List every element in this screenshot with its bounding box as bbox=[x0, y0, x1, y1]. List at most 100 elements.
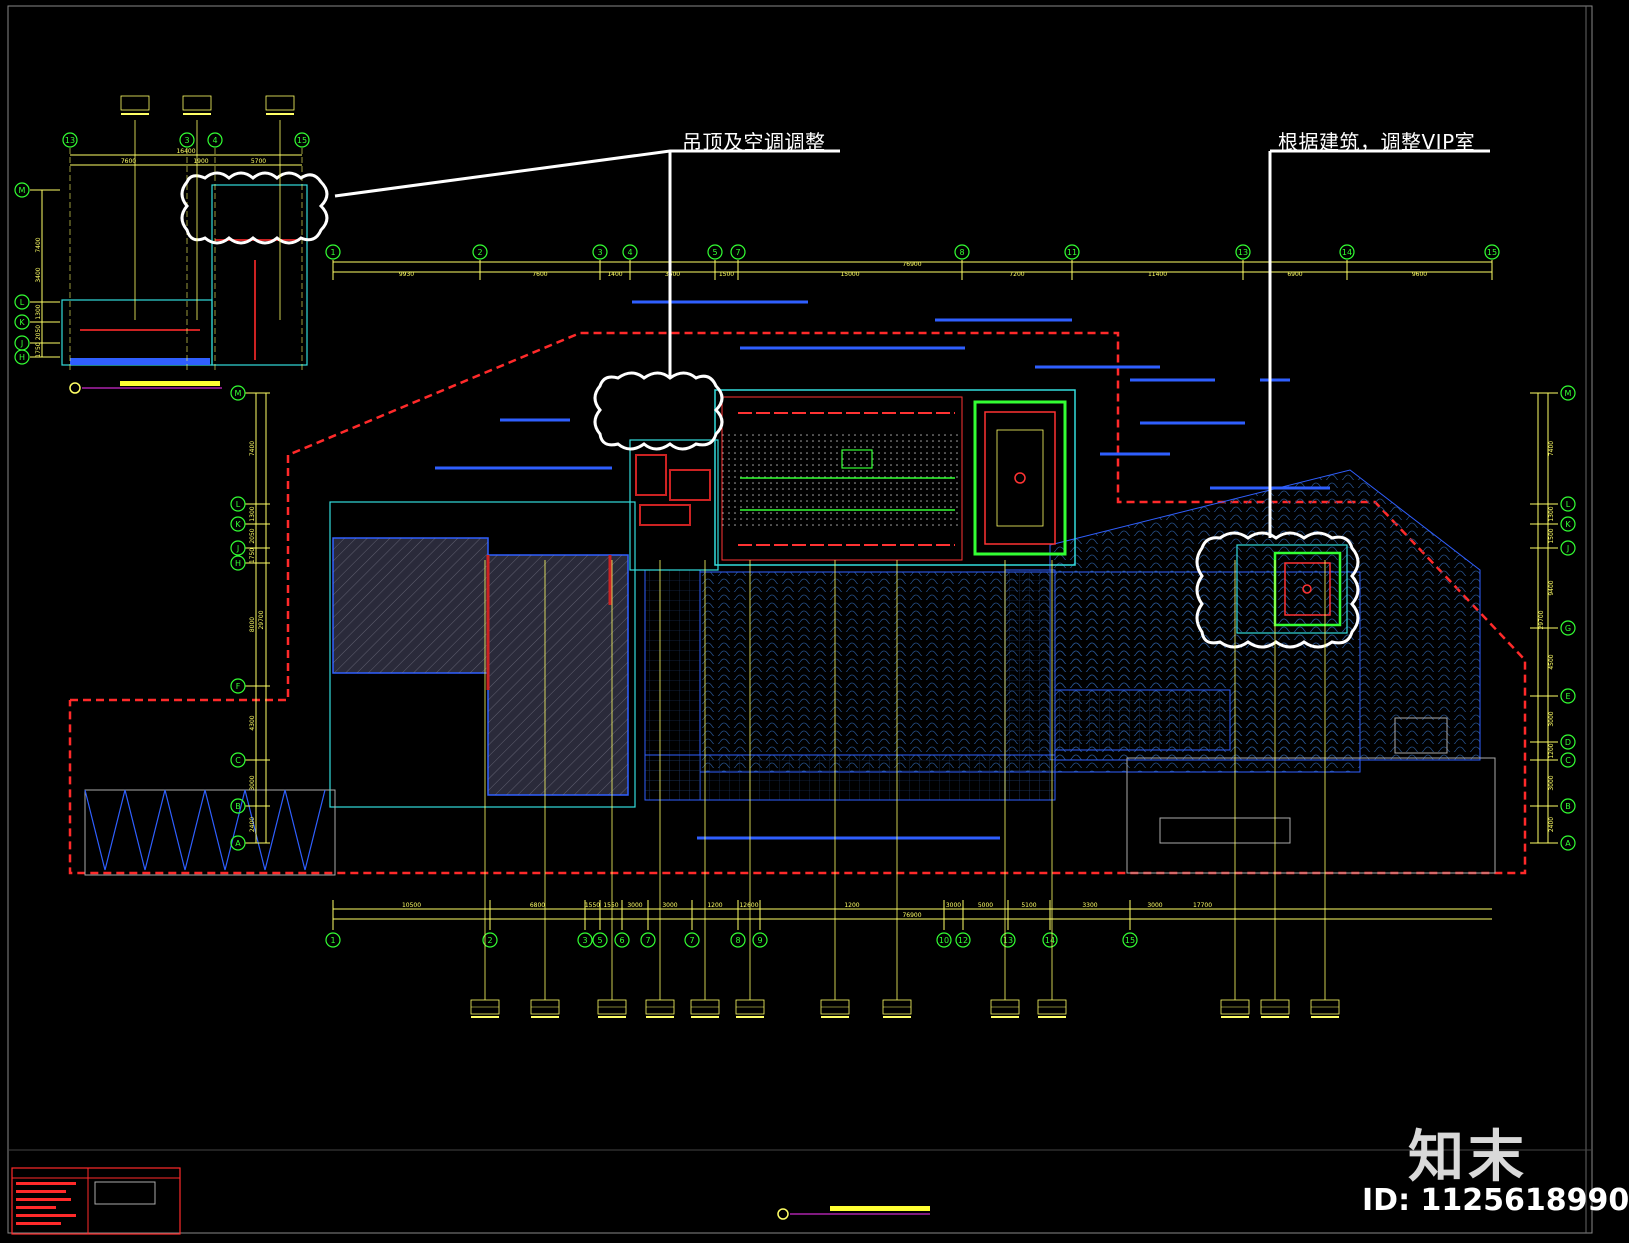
grid-right-4-label: G bbox=[1565, 624, 1571, 633]
grid-bottom-7-label: 8 bbox=[735, 936, 740, 945]
ceiling-tag-underline-4 bbox=[691, 1016, 719, 1018]
grid-left-2-label: K bbox=[235, 520, 241, 529]
grid-bottom-9-label: 10 bbox=[939, 936, 949, 945]
grid-top-2-label: 3 bbox=[597, 248, 602, 257]
dim-bottom-11: 5100 bbox=[1021, 902, 1036, 909]
service-core bbox=[629, 439, 719, 571]
grid-bottom-3-bubble bbox=[592, 932, 608, 948]
dim-bottom-13: 3000 bbox=[1147, 902, 1162, 909]
grid-left-3-bubble bbox=[230, 540, 246, 556]
paving-south bbox=[644, 754, 1056, 801]
grid-bottom-4-label: 6 bbox=[619, 936, 624, 945]
grid-bottom-6-label: 7 bbox=[689, 936, 694, 945]
grid-top-9-bubble bbox=[1339, 244, 1355, 260]
grid-bottom-3-label: 5 bbox=[597, 936, 602, 945]
dim-bottom-5: 3000 bbox=[662, 902, 677, 909]
watermark-brand: 知末 bbox=[1408, 1125, 1528, 1190]
grid-right-9-label: A bbox=[1565, 839, 1571, 848]
title-block bbox=[11, 1167, 181, 1235]
ceiling-tag-underline-11 bbox=[1261, 1016, 1289, 1018]
grid-top-2-bubble bbox=[592, 244, 608, 260]
grid-bottom-5-bubble bbox=[640, 932, 656, 948]
grid-left-3-label: J bbox=[236, 544, 239, 553]
inset-grid-top-2-bubble bbox=[207, 132, 223, 148]
main-hall-light-strips bbox=[740, 477, 955, 511]
grid-right-7-bubble bbox=[1560, 752, 1576, 768]
terrace-box bbox=[1394, 717, 1448, 754]
dim-top-total: 76900 bbox=[902, 261, 921, 268]
ceiling-tags bbox=[120, 95, 1340, 1018]
grid-right-3-label: J bbox=[1566, 544, 1569, 553]
grid-top-4-label: 5 bbox=[712, 248, 717, 257]
grid-left-5-bubble bbox=[230, 678, 246, 694]
ceiling-tag-underline-6 bbox=[821, 1016, 849, 1018]
terrace-south-east bbox=[1126, 757, 1496, 874]
grid-left-4-bubble bbox=[230, 555, 246, 571]
grid-left-8-bubble bbox=[230, 835, 246, 851]
grid-bottom-0-label: 1 bbox=[330, 936, 335, 945]
grid-bottom-8-label: 9 bbox=[757, 936, 762, 945]
dim-bottom-2: 1550 bbox=[585, 902, 600, 909]
grid-right-9-bubble bbox=[1560, 835, 1576, 851]
grid-bottom-12-bubble bbox=[1042, 932, 1058, 948]
sheet-frame bbox=[7, 5, 1593, 1234]
main-hall-outer bbox=[714, 389, 1076, 566]
dim-left-total: 29700 bbox=[258, 610, 265, 629]
grid-bottom-10-bubble bbox=[955, 932, 971, 948]
ceiling-tag-underline-5 bbox=[736, 1016, 764, 1018]
parking-zigzag bbox=[84, 789, 326, 871]
dim-bottom-7: 12600 bbox=[739, 902, 758, 909]
grid-top-8-bubble bbox=[1235, 244, 1251, 260]
annotation-vip-room: 根据建筑，调整VIP室 bbox=[1278, 130, 1476, 154]
dim-left-5: 4300 bbox=[249, 715, 256, 730]
grid-bottom-2-bubble bbox=[577, 932, 593, 948]
inset-grid-top-1-bubble bbox=[179, 132, 195, 148]
dim-top-7: 11400 bbox=[1148, 271, 1167, 278]
dim-top-9: 9600 bbox=[1412, 271, 1427, 278]
grid-bottom-11-bubble bbox=[1000, 932, 1016, 948]
dim-right-7: 3000 bbox=[1548, 775, 1555, 790]
ceiling-tag-underline-12 bbox=[1311, 1016, 1339, 1018]
dim-right-5: 3000 bbox=[1548, 711, 1555, 726]
ceiling-tag-underline-8 bbox=[991, 1016, 1019, 1018]
inset-tag-underline-1 bbox=[183, 113, 211, 115]
ceiling-tag-underline-1 bbox=[531, 1016, 559, 1018]
grid-left-0-label: M bbox=[235, 389, 242, 398]
grid-bottom-13-label: 15 bbox=[1125, 936, 1135, 945]
parking-area bbox=[84, 789, 336, 876]
watermark-id: ID: 1125618990 bbox=[1362, 1183, 1629, 1218]
dim-bottom-total: 76900 bbox=[902, 912, 921, 919]
revision-cloud-inset bbox=[180, 171, 329, 245]
dim-bottom-1: 6800 bbox=[530, 902, 545, 909]
inset-scale-bar bbox=[69, 381, 222, 394]
west-block-1-hatch bbox=[333, 538, 488, 673]
inset-grid-top-0-label: 13 bbox=[65, 136, 75, 145]
vip-room-ceiling-inner bbox=[1284, 562, 1331, 616]
inset-dim-total: 16400 bbox=[176, 148, 195, 155]
dim-top-4: 1500 bbox=[719, 271, 734, 278]
grid-right-7-label: C bbox=[1565, 756, 1571, 765]
inset-dim-left-1: 3400 bbox=[35, 267, 42, 282]
inset-grid-top-2-label: 4 bbox=[212, 136, 217, 145]
grid-bottom-5-label: 7 bbox=[645, 936, 650, 945]
grid-top-0-label: 1 bbox=[330, 248, 335, 257]
scale-bar bbox=[777, 1206, 930, 1220]
grid-right-1-label: L bbox=[1566, 500, 1571, 509]
grid-bottom-1-bubble bbox=[482, 932, 498, 948]
grid-right-1-bubble bbox=[1560, 496, 1576, 512]
main-hall-grid bbox=[722, 432, 962, 527]
inset-grid-left-1-bubble bbox=[14, 294, 30, 310]
dim-top-8: 6900 bbox=[1287, 271, 1302, 278]
grid-right-2-label: K bbox=[1565, 520, 1571, 529]
grid-top-10-bubble bbox=[1484, 244, 1500, 260]
inset-grid-top-1-label: 3 bbox=[184, 136, 189, 145]
dim-right-4: 4500 bbox=[1548, 654, 1555, 669]
inset-grid-top-3-bubble bbox=[294, 132, 310, 148]
dim-left-7: 2400 bbox=[249, 817, 256, 832]
feature-room-core bbox=[996, 429, 1044, 527]
grid-bottom-1-label: 2 bbox=[487, 936, 492, 945]
